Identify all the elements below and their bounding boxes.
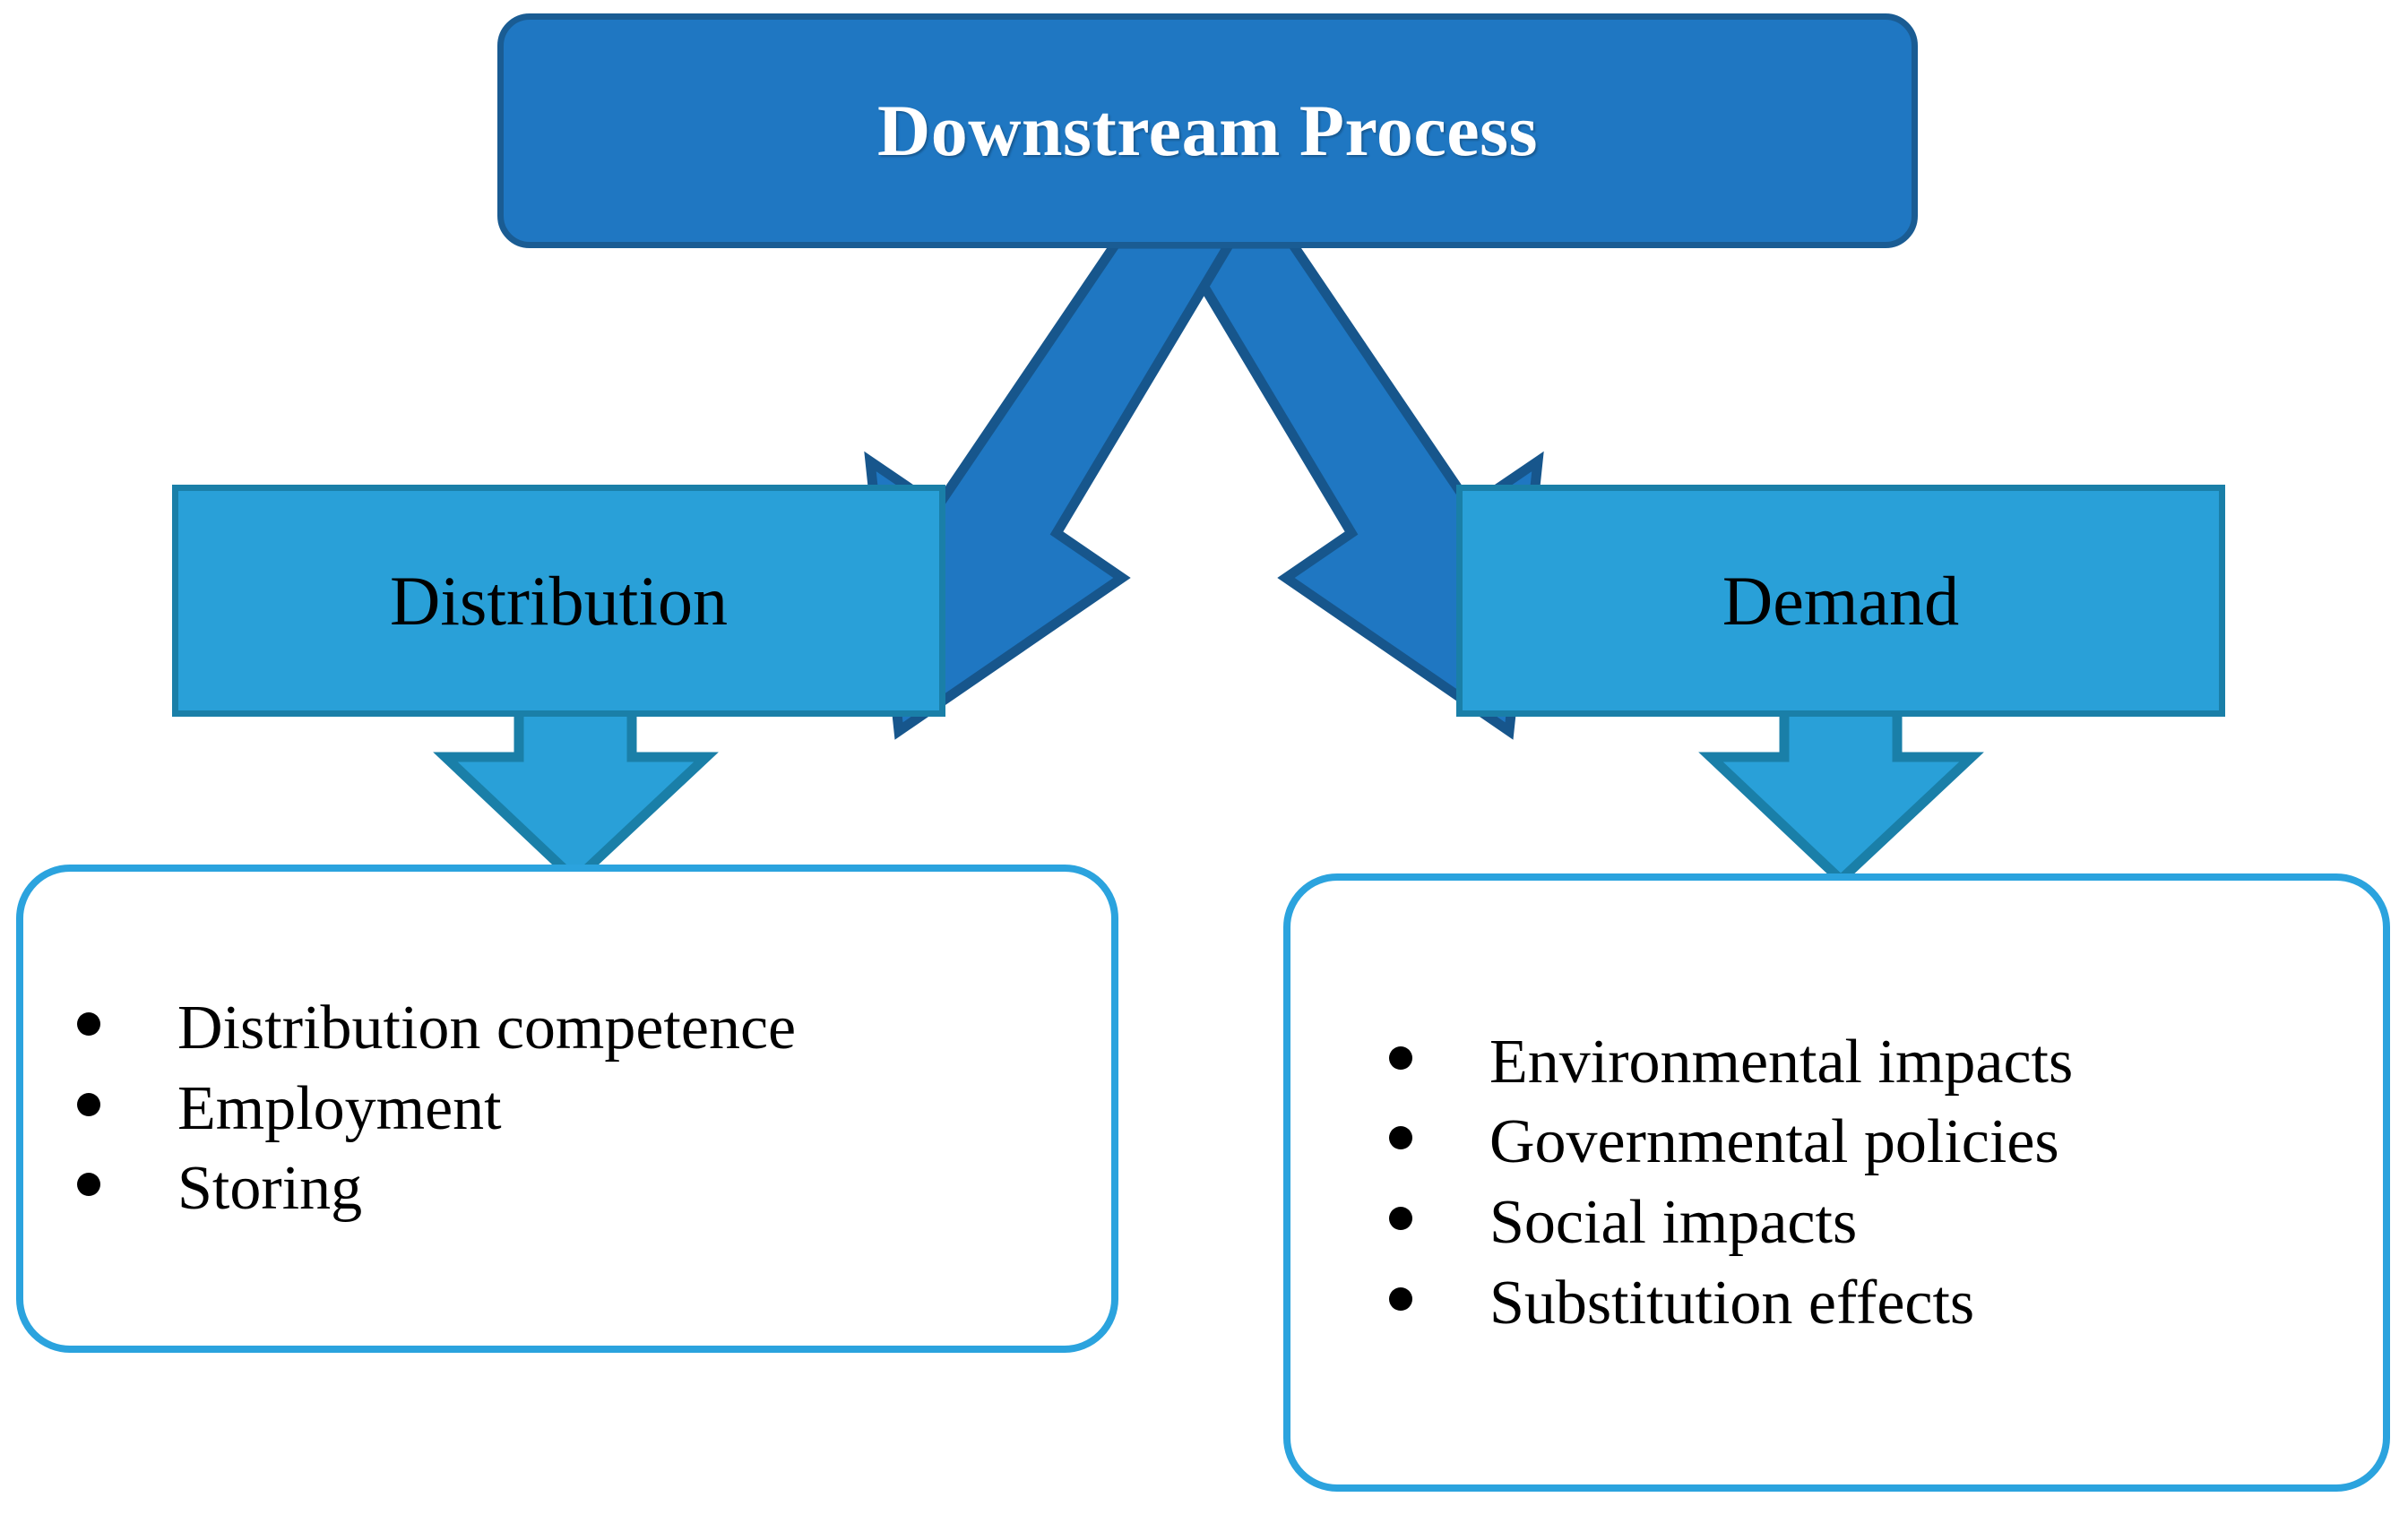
bullet-dot-icon [77, 1092, 100, 1116]
list-item: Governmental policies [1389, 1102, 2383, 1183]
list-item-label: Employment [177, 1073, 502, 1143]
list-item-label: Distribution competence [177, 994, 797, 1063]
bullet-dot-icon [1389, 1207, 1412, 1230]
list-item: Substitution effects [1389, 1263, 2383, 1344]
bullet-dot-icon [1389, 1045, 1412, 1070]
list-item-label: Storing [177, 1154, 363, 1224]
list-item: Employment [77, 1069, 1111, 1149]
node-demand-details[interactable]: Environmental impacts Governmental polic… [1283, 873, 2390, 1492]
list-item-label: Social impacts [1489, 1188, 1858, 1257]
node-demand[interactable]: Demand [1456, 485, 2225, 717]
list-item-label: Environmental impacts [1489, 1027, 2074, 1097]
distribution-bullet-list: Distribution competence Employment Stori… [77, 988, 1111, 1229]
list-item-label: Substitution effects [1489, 1268, 1975, 1338]
list-item-label: Governmental policies [1489, 1107, 2059, 1177]
list-item: Distribution competence [77, 988, 1111, 1069]
down-arrow-demand-icon [1698, 693, 1984, 887]
node-distribution-details[interactable]: Distribution competence Employment Stori… [16, 865, 1118, 1353]
list-item: Environmental impacts [1389, 1022, 2383, 1103]
bullet-dot-icon [1389, 1286, 1412, 1311]
node-distribution-label: Distribution [389, 561, 728, 640]
bullet-dot-icon [1389, 1126, 1412, 1150]
demand-bullet-list: Environmental impacts Governmental polic… [1389, 1022, 2383, 1343]
node-demand-label: Demand [1722, 561, 1960, 640]
bullet-dot-icon [77, 1012, 100, 1037]
node-downstream-process-label: Downstream Process [877, 90, 1538, 171]
down-arrow-distribution-icon [433, 693, 719, 887]
list-item: Storing [77, 1149, 1111, 1229]
node-distribution[interactable]: Distribution [172, 485, 945, 717]
bullet-dot-icon [77, 1173, 100, 1197]
node-downstream-process[interactable]: Downstream Process [497, 13, 1918, 248]
list-item: Social impacts [1389, 1183, 2383, 1263]
